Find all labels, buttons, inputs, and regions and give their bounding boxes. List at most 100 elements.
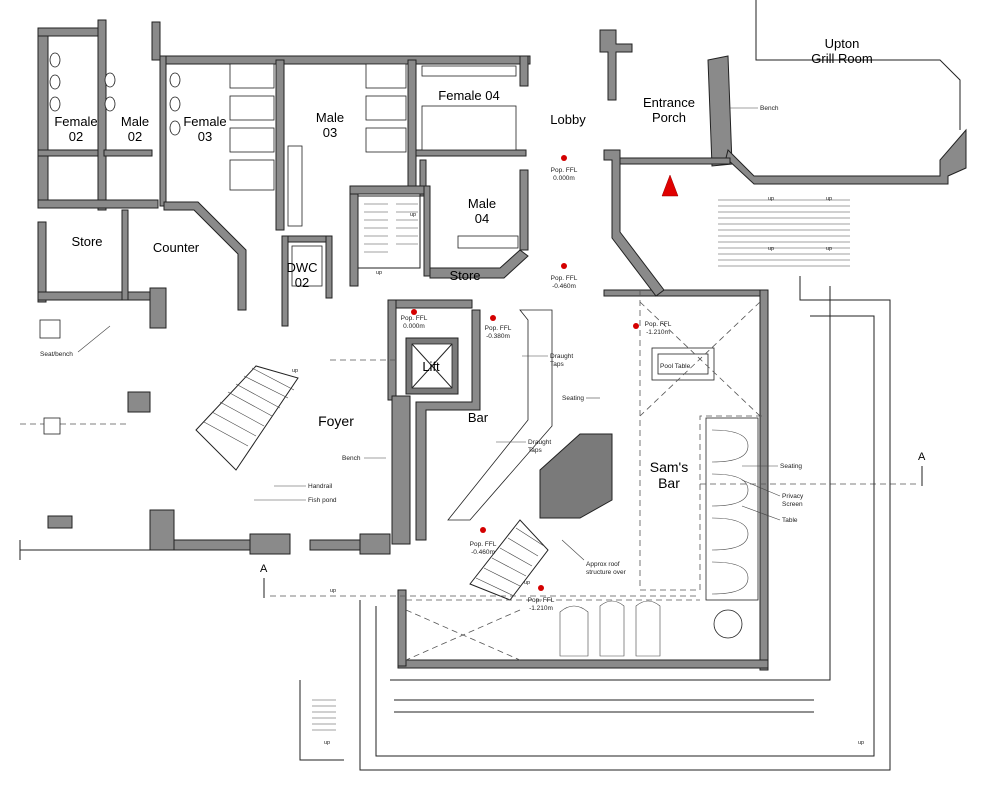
room-sams-bar-line1: Sam's [650,459,688,475]
ffl-below-lobby-a: Pop. FFL [551,275,578,282]
section-mark-right: A [918,451,926,463]
room-bar: Bar [468,410,489,425]
level-marker-icon [490,315,496,321]
ffl-bar-top-a: Pop. FFL [485,325,512,332]
note-seat-bench: Seat/bench [40,351,73,358]
level-markers [411,155,639,591]
level-marker-icon [411,309,417,315]
room-upton-line1: Upton [825,36,860,51]
room-store-left: Store [71,234,102,249]
room-dwc-line2: 02 [295,275,309,290]
stair-up-label: up [292,368,298,374]
note-roof-structure-b: structure over [586,569,627,576]
svg-text:Pop. FFL-0.380m: Pop. FFL-0.380m [485,325,512,340]
section-mark-left: A [260,563,268,575]
section-marks: A A [260,451,926,598]
stair-up-label: up [768,246,774,252]
room-male02-line2: 02 [128,129,142,144]
bar-servery [447,309,553,521]
room-female03-line2: 03 [198,129,212,144]
room-foyer: Foyer [318,413,354,429]
room-lift: Lift [422,359,440,374]
site-boundary [19,0,961,771]
room-sams-bar-line2: Bar [658,475,680,491]
room-female02-line2: 02 [69,129,83,144]
stair-up-label: up [768,196,774,202]
svg-text:Pop. FFL-1.210m: Pop. FFL-1.210m [528,597,555,612]
room-female03-line1: Female [183,114,226,129]
ffl-sams-bar-a: Pop. FFL [645,321,672,328]
room-dwc-line1: DWC [286,260,317,275]
note-table: Table [782,517,798,524]
svg-text:Pop. FFL-0.460m: Pop. FFL-0.460m [551,275,578,290]
stair-up-label: up [858,740,864,746]
ffl-foyer-lower-b: -0.460m [471,549,495,556]
sanitary-fixtures [49,52,519,287]
note-bench-porch: Bench [760,105,779,112]
stair-up-labels: up up up up up up up up up up up [292,196,864,746]
dashed-lines [20,290,920,661]
room-female02-line1: Female [54,114,97,129]
note-privacy-screen-a: Privacy [782,493,804,500]
note-draught-taps-2b: Taps [528,447,542,454]
ffl-lobby-b: 0.000m [553,175,575,182]
stair-up-label: up [826,196,832,202]
room-male03-line2: 03 [323,125,337,140]
ffl-bar-top-b: -0.380m [486,333,510,340]
room-male03-line1: Male [316,110,344,125]
stair-up-label: up [524,580,530,586]
note-handrail: Handrail [308,483,333,490]
note-seating-bar: Seating [562,395,584,402]
room-entrance-porch-line2: Porch [652,110,686,125]
ffl-store-corridor-a: Pop. FFL [401,315,428,322]
ffl-foyer-lower-a: Pop. FFL [470,541,497,548]
room-counter: Counter [153,240,200,255]
room-lobby: Lobby [550,112,586,127]
level-marker-icon [633,323,639,329]
stair-up-label: up [410,212,416,218]
entrance-marker-icon [661,174,679,197]
room-female04: Female 04 [438,88,499,103]
ffl-below-lobby-b: -0.460m [552,283,576,290]
room-store-mid: Store [449,268,480,283]
note-privacy-screen-b: Screen [782,501,803,508]
note-fish-pond: Fish pond [308,497,337,504]
ffl-lobby-a: Pop. FFL [551,167,578,174]
level-marker-icon [561,263,567,269]
note-seating-sams: Seating [780,463,802,470]
ffl-bottom-b: -1.210m [529,605,553,612]
svg-text:Pop. FFL-1.210m: Pop. FFL-1.210m [645,321,672,336]
bar-counter [539,433,613,519]
note-draught-taps-1a: Draught [550,353,573,360]
note-draught-taps-2a: Draught [528,439,551,446]
room-upton-line2: Grill Room [811,51,872,66]
note-pool-table: Pool Table [660,363,691,370]
room-male02-line1: Male [121,114,149,129]
svg-text:Pop. FFL-0.460m: Pop. FFL-0.460m [470,541,497,556]
room-entrance-porch-line1: Entrance [643,95,695,110]
ffl-sams-bar-b: -1.210m [646,329,670,336]
ffl-store-corridor-b: 0.000m [403,323,425,330]
room-male04-line1: Male [468,196,496,211]
ffl-bottom-a: Pop. FFL [528,597,555,604]
stair-up-label: up [330,588,336,594]
stairs [195,195,850,731]
note-bench-foyer: Bench [342,455,361,462]
